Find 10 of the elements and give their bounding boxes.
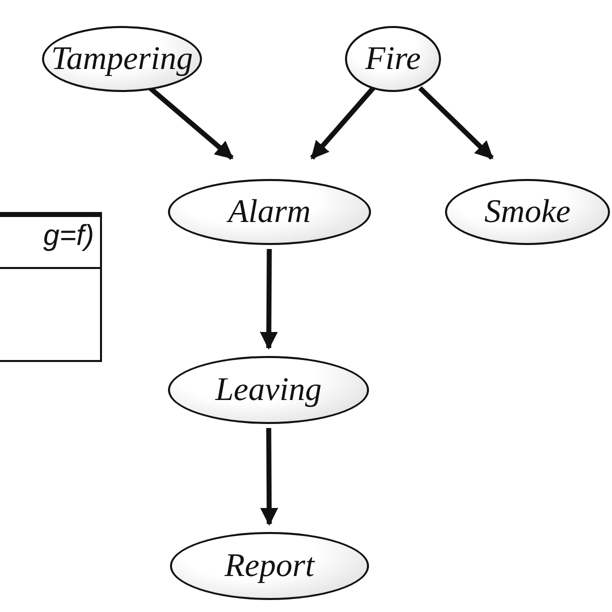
node-label: Fire — [365, 40, 421, 78]
arrow — [260, 249, 278, 350]
node-label: Smoke — [484, 194, 571, 230]
node-label: Report — [224, 548, 314, 584]
node-label: Alarm — [228, 194, 311, 230]
arrow — [418, 86, 494, 160]
node-label: Leaving — [215, 372, 322, 408]
node-label: Tampering — [51, 40, 193, 78]
table-header-text: g=f) — [43, 220, 94, 253]
arrow — [260, 428, 278, 526]
